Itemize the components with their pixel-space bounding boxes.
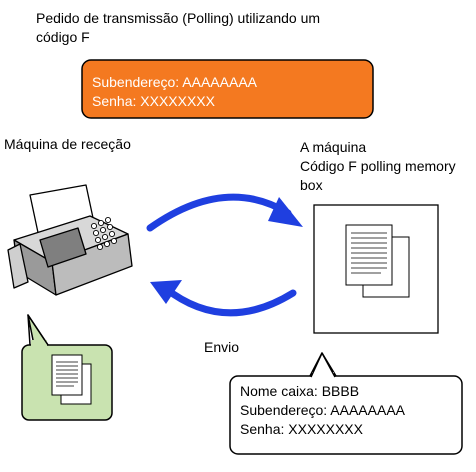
info-balloon: [229, 352, 463, 455]
header-line-1: Pedido de transmissão (Polling) utilizan…: [36, 10, 321, 26]
request-subaddress: Subendereço: AAAAAAAA: [92, 74, 257, 90]
fax-machine-icon: [7, 184, 133, 296]
request-password: Senha: XXXXXXXX: [92, 93, 215, 109]
info-password: Senha: XXXXXXXX: [240, 421, 363, 437]
send-label: Envio: [204, 339, 240, 355]
header-line-2: código F: [36, 29, 90, 45]
curved-arrow-icon: [146, 193, 303, 232]
curved-arrow-icon: [150, 280, 297, 317]
target-machine-line-2: Código F polling memory: [300, 158, 456, 174]
target-machine-line-3: box: [300, 177, 323, 193]
receiving-machine-label: Máquina de receção: [4, 136, 131, 152]
request-box: [81, 59, 374, 119]
document-stack-icon: [345, 224, 410, 298]
target-machine-line-1: A máquina: [300, 139, 367, 155]
document-stack-icon: [51, 354, 92, 405]
info-subaddress: Subendereço: AAAAAAAA: [240, 402, 405, 418]
info-box-name: Nome caixa: BBBB: [240, 383, 360, 399]
